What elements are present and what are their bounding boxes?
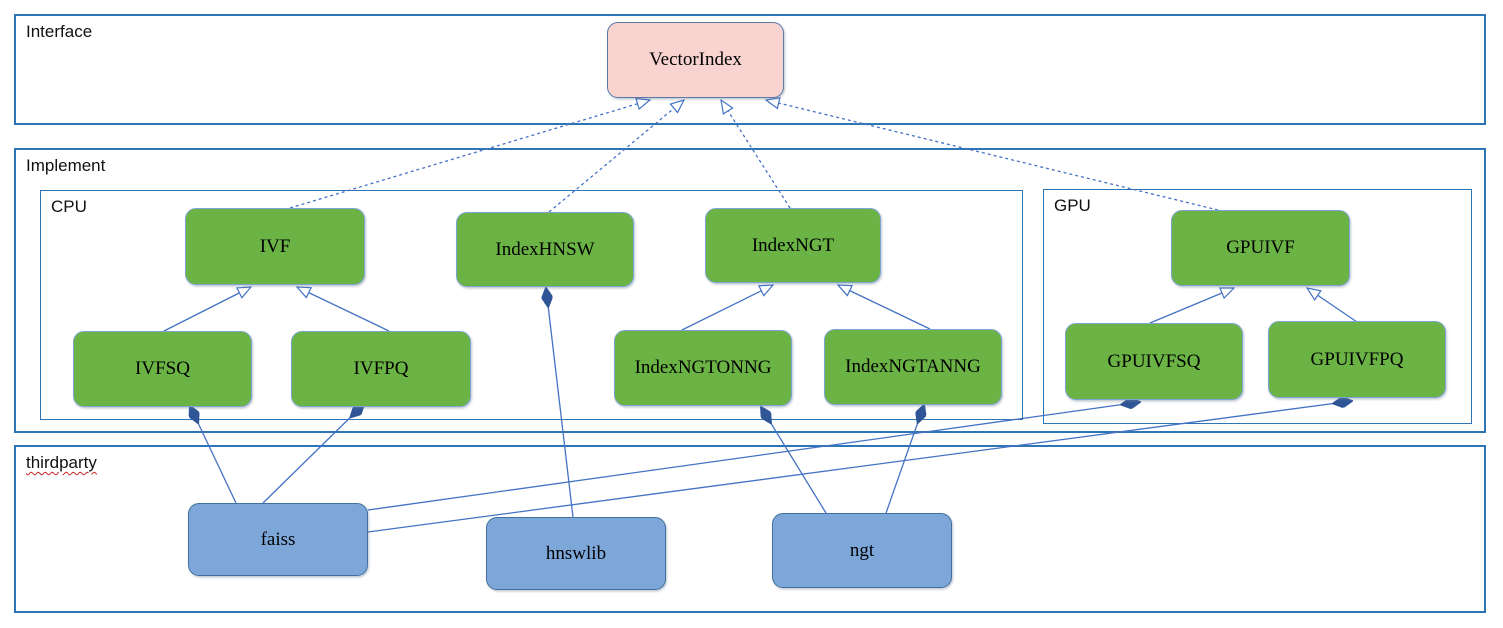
node-hnswlib: hnswlib	[486, 517, 666, 590]
node-gpuivfsq-label: GPUIVFSQ	[1107, 350, 1201, 372]
node-vectorindex: VectorIndex	[607, 22, 784, 98]
node-ivf: IVF	[185, 208, 365, 285]
implement-container-label: Implement	[26, 156, 106, 175]
node-gpuivf: GPUIVF	[1171, 210, 1350, 286]
node-indexngtonng: IndexNGTONNG	[614, 330, 792, 406]
node-indexngtonng-label: IndexNGTONNG	[634, 357, 772, 378]
node-hnswlib-label: hnswlib	[545, 542, 607, 564]
node-ivfsq-label: IVFSQ	[135, 358, 190, 379]
thirdparty-container: thirdparty	[14, 445, 1486, 613]
node-indexngtanng-label: IndexNGTANNG	[845, 356, 981, 377]
cpu-container-label: CPU	[51, 197, 87, 216]
edge-ivfsq-faiss	[190, 406, 237, 504]
node-indexngt: IndexNGT	[705, 208, 881, 283]
edge-indexhnsw-vectorindex	[548, 100, 684, 213]
edge-ivfpq-faiss	[262, 404, 364, 504]
cpu-container: CPU	[40, 190, 1023, 420]
node-faiss: faiss	[188, 503, 368, 576]
interface-container: Interface	[14, 14, 1486, 125]
node-gpuivfsq: GPUIVFSQ	[1065, 323, 1243, 400]
edge-gpuivf-vectorindex	[766, 100, 1219, 211]
edge-indexhnsw-hnswlib	[546, 288, 574, 518]
gpu-container: GPU	[1043, 189, 1472, 424]
edge-indexngtonng-ngt	[761, 407, 827, 514]
node-ivf-label: IVF	[259, 235, 291, 257]
interface-container-label: Interface	[26, 22, 93, 41]
edge-gpuivfsq-faiss	[367, 402, 1140, 511]
node-indexngt-label: IndexNGT	[751, 234, 835, 256]
node-ivfpq-label: IVFPQ	[353, 358, 409, 379]
node-ivfsq: IVFSQ	[73, 331, 252, 407]
node-ngt-label: ngt	[849, 539, 875, 561]
node-vectorindex-label: VectorIndex	[649, 49, 742, 70]
node-ngt: ngt	[772, 513, 952, 588]
edge-indexngt-vectorindex	[721, 100, 791, 209]
node-gpuivfpq: GPUIVFPQ	[1268, 321, 1446, 398]
node-gpuivfpq-label: GPUIVFPQ	[1310, 348, 1404, 370]
edge-indexngtonng-indexngt	[681, 285, 773, 331]
thirdparty-container-label: thirdparty	[26, 453, 97, 472]
gpu-container-label: GPU	[1054, 196, 1091, 215]
edge-ivfpq-ivf	[297, 287, 390, 332]
node-ivfpq: IVFPQ	[291, 331, 471, 407]
edge-gpuivfpq-faiss	[367, 401, 1352, 533]
node-indexngtanng: IndexNGTANNG	[824, 329, 1002, 405]
node-indexhnsw-label: IndexHNSW	[495, 238, 595, 260]
edge-indexngtanng-ngt	[885, 405, 924, 514]
edge-indexngtanng-indexngt	[838, 285, 931, 330]
implement-container: Implement	[14, 148, 1486, 433]
edge-ivfsq-ivf	[163, 287, 251, 332]
node-gpuivf-label: GPUIVF	[1226, 237, 1295, 258]
edge-gpuivfpq-gpuivf	[1307, 288, 1358, 323]
node-faiss-label: faiss	[260, 528, 296, 550]
edge-gpuivfsq-gpuivf	[1149, 288, 1234, 324]
node-indexhnsw: IndexHNSW	[456, 212, 634, 287]
edge-ivf-vectorindex	[289, 100, 650, 209]
